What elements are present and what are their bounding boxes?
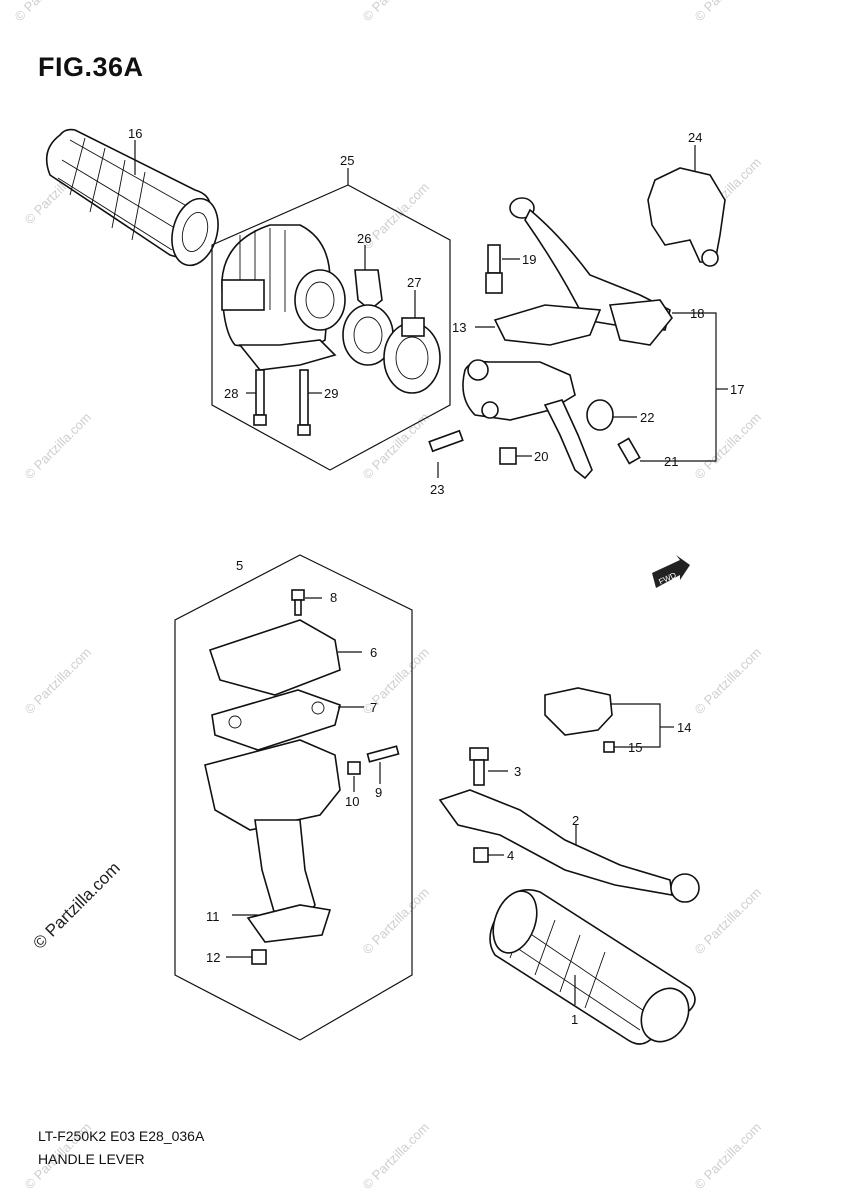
callout-5: 5: [236, 558, 243, 573]
clutch-lever-assembly: [428, 145, 728, 480]
callout-25: 25: [340, 153, 354, 168]
callout-15: 15: [628, 740, 642, 755]
callout-29: 29: [324, 386, 338, 401]
callout-9: 9: [375, 785, 382, 800]
callout-4: 4: [507, 848, 514, 863]
callout-17: 17: [730, 382, 744, 397]
watermark: © Partzilla.com: [692, 0, 765, 24]
callout-14: 14: [677, 720, 691, 735]
callout-labels: 16 25 26 27 28 29 24 19 13 18 17 22 21 2…: [128, 126, 744, 1027]
brake-lever-assembly: [438, 687, 700, 1045]
callout-3: 3: [514, 764, 521, 779]
callout-27: 27: [407, 275, 421, 290]
callout-26: 26: [357, 231, 371, 246]
watermark: © Partzilla.com: [692, 1120, 765, 1193]
watermark: © Partzilla.com: [692, 410, 765, 483]
callout-1: 1: [571, 1012, 578, 1027]
watermark: © Partzilla.com: [360, 0, 433, 24]
watermark: © Partzilla.com: [22, 645, 95, 718]
watermark: © Partzilla.com: [692, 645, 765, 718]
watermark: © Partzilla.com: [692, 885, 765, 958]
callout-28: 28: [224, 386, 238, 401]
watermark: © Partzilla.com: [360, 885, 433, 958]
callout-16: 16: [128, 126, 142, 141]
watermark: © Partzilla.com: [360, 1120, 433, 1193]
fwd-badge: FWD: [652, 555, 690, 588]
watermark: © Partzilla.com: [12, 0, 85, 24]
section-name: HANDLE LEVER: [38, 1151, 145, 1167]
model-code: LT-F250K2 E03 E28_036A: [38, 1128, 205, 1144]
callout-6: 6: [370, 645, 377, 660]
callout-13: 13: [452, 320, 466, 335]
callout-23: 23: [430, 482, 444, 497]
callout-18: 18: [690, 306, 704, 321]
callout-7: 7: [370, 700, 377, 715]
callout-19: 19: [522, 252, 536, 267]
callout-12: 12: [206, 950, 220, 965]
watermark: © Partzilla.com: [22, 410, 95, 483]
left-grip: [45, 128, 219, 267]
callout-10: 10: [345, 794, 359, 809]
callout-8: 8: [330, 590, 337, 605]
figure-title: FIG.36A: [38, 52, 144, 82]
callout-24: 24: [688, 130, 702, 145]
callout-20: 20: [534, 449, 548, 464]
callout-11: 11: [206, 909, 220, 924]
callout-22: 22: [640, 410, 654, 425]
master-cylinder-assembly: [174, 554, 413, 1041]
watermark-large: © Partzilla.com: [29, 858, 123, 952]
callout-21: 21: [664, 454, 678, 469]
callout-2: 2: [572, 813, 579, 828]
switch-assembly: [211, 168, 451, 471]
